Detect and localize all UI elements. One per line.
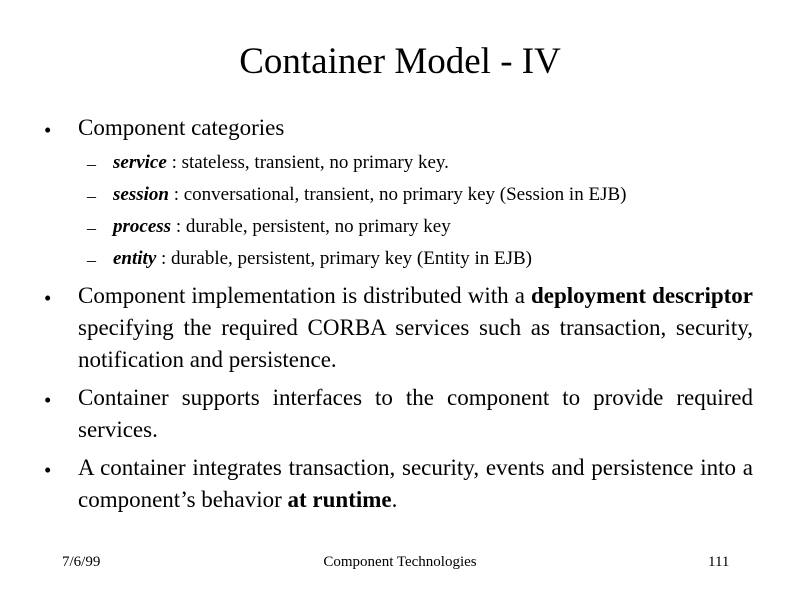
bullet-marker: •: [44, 388, 52, 412]
footer-date: 7/6/99: [62, 554, 101, 570]
sub-item-desc: : conversational, transient, no primary …: [168, 184, 627, 205]
sub-item-process: process : durable, persistent, no primar…: [113, 211, 773, 243]
dash-marker: –: [87, 186, 96, 206]
bullet-container-interfaces: Container supports interfaces to the com…: [78, 385, 753, 442]
sub-item-term: process: [113, 216, 172, 237]
sub-item-session: session : conversational, transient, no …: [113, 179, 773, 211]
slide-title: Container Model - IV: [239, 41, 561, 82]
sub-item-desc: : durable, persistent, primary key (Enti…: [156, 248, 532, 269]
sub-item-service: service : stateless, transient, no prima…: [113, 147, 773, 179]
bullet-text: .: [391, 487, 398, 512]
sub-item-term: session: [113, 184, 169, 205]
sub-item-desc: : durable, persistent, no primary key: [171, 216, 451, 237]
bullet-container-integrates: A container integrates transaction, secu…: [78, 452, 753, 516]
footer-page-number: 111: [708, 554, 730, 570]
bullet-text: Component implementation is distributed …: [78, 283, 531, 308]
bullet-text: A container integrates transaction, secu…: [78, 455, 753, 512]
dash-marker: –: [87, 154, 96, 174]
footer-center-text: Component Technologies: [323, 554, 477, 570]
sub-item-desc: : stateless, transient, no primary key.: [166, 152, 449, 173]
sub-item-term: service: [113, 152, 167, 173]
dash-marker: –: [87, 218, 96, 238]
dash-marker: –: [87, 250, 96, 270]
bullet-text: specifying the required CORBA services s…: [78, 315, 753, 372]
bullet-marker: •: [44, 286, 52, 310]
bullet-component-categories: Component categories: [78, 115, 285, 140]
bullet-marker: •: [44, 118, 52, 142]
sub-item-term: entity: [113, 248, 157, 269]
bullet-deployment-descriptor: Component implementation is distributed …: [78, 280, 753, 376]
bullet-bold-text: deployment descriptor: [531, 283, 753, 308]
bullet-marker: •: [44, 458, 52, 482]
bullet-bold-text: at runtime: [287, 487, 392, 512]
sub-item-entity: entity : durable, persistent, primary ke…: [113, 243, 773, 275]
